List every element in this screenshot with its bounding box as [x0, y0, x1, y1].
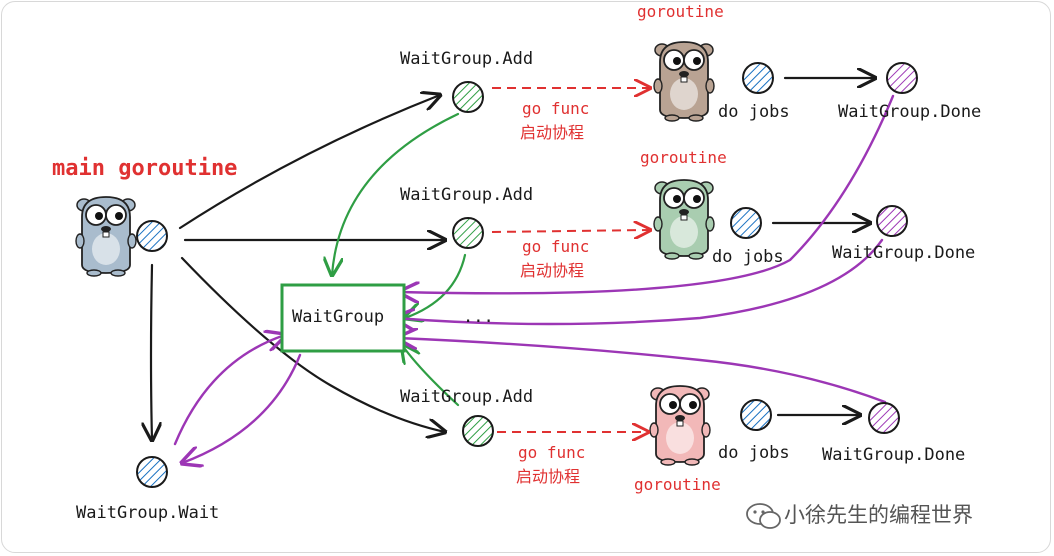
wg-add-label-1: WaitGroup.Add: [400, 49, 533, 69]
done-circle-3: [868, 402, 900, 434]
jobs-circle-2: [730, 207, 762, 239]
go-func-label-1: go func: [522, 99, 589, 118]
do-jobs-label-1: do jobs: [718, 102, 790, 122]
purple-arrows: [173, 94, 895, 463]
goroutine-label-2: goroutine: [640, 148, 727, 167]
wg-done-label-1: WaitGroup.Done: [838, 102, 981, 122]
jobs-circle-3: [740, 399, 772, 431]
waitgroup-box: [280, 283, 406, 353]
green-arrows: [332, 112, 467, 407]
goroutine-label-3: goroutine: [634, 475, 721, 494]
wait-circle: [136, 456, 168, 488]
red-dashed-arrows: [491, 88, 650, 432]
ellipsis-label: ...: [463, 307, 494, 327]
add-circle-1: [452, 81, 484, 113]
go-func-label-2: go func: [522, 237, 589, 256]
wg-add-label-2: WaitGroup.Add: [400, 185, 533, 205]
watermark-text: 小徐先生的编程世界: [784, 503, 973, 527]
start-coroutine-label-2: 启动协程: [520, 261, 584, 280]
done-circle-1: [886, 62, 918, 94]
add-circle-2: [452, 217, 484, 249]
gopher-3-icon: [649, 385, 711, 466]
wg-wait-label: WaitGroup.Wait: [76, 503, 219, 523]
main-goroutine-label: main goroutine: [52, 156, 237, 181]
goroutine-label-1: goroutine: [637, 2, 724, 21]
done-circle-2: [876, 205, 908, 237]
gopher-2-icon: [653, 179, 715, 260]
waitgroup-box-label: WaitGroup: [292, 307, 384, 327]
wg-done-label-2: WaitGroup.Done: [832, 243, 975, 263]
do-jobs-label-3: do jobs: [718, 443, 790, 463]
wg-add-label-3: WaitGroup.Add: [400, 387, 533, 407]
wg-done-label-3: WaitGroup.Done: [822, 445, 965, 465]
do-jobs-label-2: do jobs: [712, 247, 784, 267]
go-func-label-3: go func: [518, 443, 585, 462]
wechat-icon: [746, 503, 781, 529]
add-circle-3: [462, 415, 494, 447]
start-coroutine-label-1: 启动协程: [520, 123, 584, 142]
jobs-circle-1: [742, 62, 774, 94]
main-gopher-icon: [75, 196, 137, 277]
main-circle: [136, 220, 168, 252]
gopher-1-icon: [653, 41, 715, 122]
start-coroutine-label-3: 启动协程: [516, 467, 580, 486]
black-arrows: [151, 78, 875, 440]
